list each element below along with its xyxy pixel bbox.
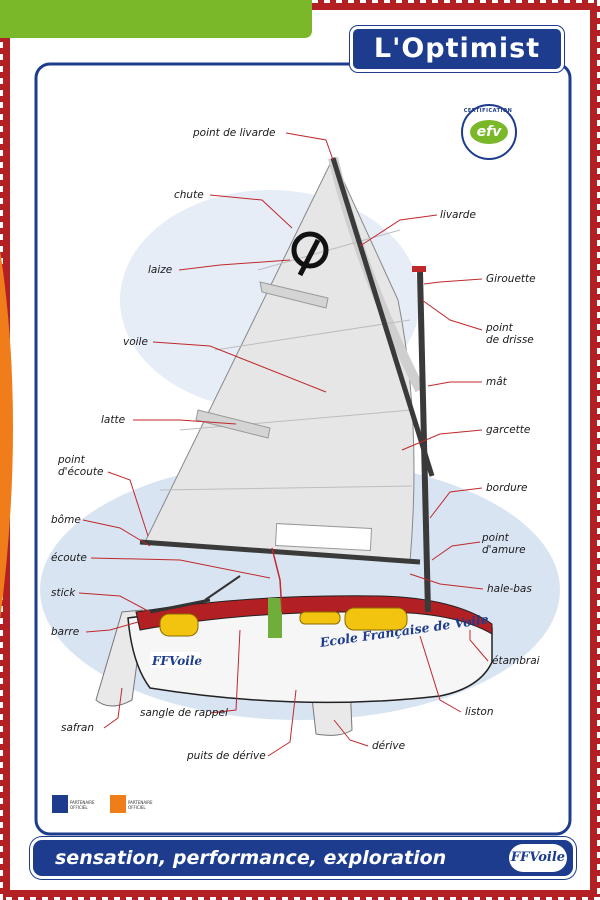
- sail-seam-1: [257, 229, 401, 271]
- leader-derive: [333, 719, 369, 747]
- leader-livarde: [359, 214, 438, 247]
- label-derive: dérive: [372, 740, 406, 752]
- sprit-shape: [330, 157, 435, 477]
- gunwale-shape: [135, 595, 493, 635]
- leader-laize: [178, 259, 291, 271]
- label-garcette: garcette: [486, 424, 531, 436]
- leader-barre: [85, 621, 139, 633]
- leader-point-d-amure: [431, 541, 481, 561]
- label-livarde: livarde: [440, 209, 476, 221]
- label-point-de-livarde: point de livarde: [193, 127, 276, 139]
- label-stick: stick: [51, 587, 76, 599]
- hull-logo-mark: FFVoile: [151, 654, 202, 668]
- sail-seam-4: [159, 485, 413, 491]
- tiller-shape: [149, 598, 211, 614]
- certification-caption: CERTIFICATION: [463, 108, 513, 114]
- leader-liston: [419, 635, 462, 713]
- extension-shape: [204, 575, 241, 601]
- label-latte: latte: [101, 414, 126, 426]
- sail-window: [274, 523, 373, 552]
- page-title: L'Optimist: [350, 26, 564, 72]
- sponsor-logo-2: [110, 795, 126, 813]
- label-ecoute: écoute: [51, 552, 87, 564]
- ffvoile-logo: FFVoile: [509, 844, 567, 872]
- label-point-d-amure: point d'amure: [482, 532, 526, 556]
- label-girouette: Girouette: [486, 273, 536, 285]
- label-laize: laize: [148, 264, 173, 276]
- batten-top: [259, 281, 329, 309]
- label-point-de-drisse: point de drisse: [486, 322, 534, 346]
- label-chute: chute: [174, 189, 204, 201]
- label-puits-de-derive: puits de dérive: [187, 750, 266, 762]
- sail-seam-3: [179, 409, 413, 431]
- sail-seam-2: [214, 319, 411, 351]
- orange-accent: [0, 250, 13, 620]
- leader-voile: [152, 341, 327, 393]
- class-logo-stem: [297, 238, 321, 277]
- footer-slogan: sensation, performance, exploration: [55, 847, 447, 869]
- leader-bordure: [429, 487, 483, 519]
- hull-logo: [150, 652, 200, 668]
- label-point-d-ecoute: point d'écoute: [58, 454, 104, 478]
- leader-point-d-ecoute: [107, 471, 149, 537]
- leader-lines: [78, 132, 489, 757]
- boom-shape: [139, 539, 421, 565]
- leader-etambrai: [469, 630, 489, 662]
- label-hale-bas: hale-bas: [487, 583, 532, 595]
- leader-stick: [78, 592, 151, 613]
- sponsor-caption-2: PARTENAIRE OFFICIEL: [128, 800, 153, 810]
- buoyancy-bag-fwd: [344, 607, 408, 631]
- leader-chute: [209, 194, 293, 229]
- label-barre: barre: [51, 626, 80, 638]
- leader-safran: [103, 687, 123, 729]
- leader-garcette: [401, 429, 483, 451]
- sponsor-caption-1: PARTENAIRE OFFICIEL: [70, 800, 95, 810]
- buoyancy-bag-mid: [299, 611, 341, 625]
- leader-puits-de-derive: [267, 689, 297, 757]
- label-etambrai: étambrai: [492, 655, 540, 667]
- leader-latte: [133, 419, 237, 425]
- buoyancy-bag-aft: [159, 613, 199, 637]
- label-liston: liston: [465, 706, 494, 718]
- leader-sangle-de-rappel: [209, 629, 241, 714]
- label-voile: voile: [123, 336, 148, 348]
- label-bome: bôme: [51, 514, 81, 526]
- green-stripe: [0, 0, 312, 38]
- sail-shape: [144, 156, 415, 563]
- certification-efv-badge: efv: [470, 120, 508, 144]
- leader-bome: [82, 519, 151, 547]
- sponsor-logo-1: [52, 795, 68, 813]
- leader-hale-bas: [409, 573, 484, 590]
- class-logo-ring: [291, 231, 329, 269]
- leader-ecoute: [90, 557, 271, 579]
- mainsheet-shape: [271, 547, 283, 613]
- label-sangle-de-rappel: sangle de rappel: [140, 707, 228, 719]
- label-mat: mât: [486, 376, 507, 388]
- leader-mat: [427, 381, 482, 387]
- label-safran: safran: [61, 722, 95, 734]
- mast-shape: [417, 271, 431, 613]
- leader-point-de-livarde: [285, 132, 334, 161]
- hiking-strap-shape: [268, 598, 282, 638]
- burgee-shape: [412, 266, 426, 272]
- footer-banner: sensation, performance, exploration FFVo…: [30, 837, 576, 879]
- leader-girouette: [423, 278, 483, 285]
- label-bordure: bordure: [486, 482, 528, 494]
- leader-point-de-drisse: [421, 299, 483, 331]
